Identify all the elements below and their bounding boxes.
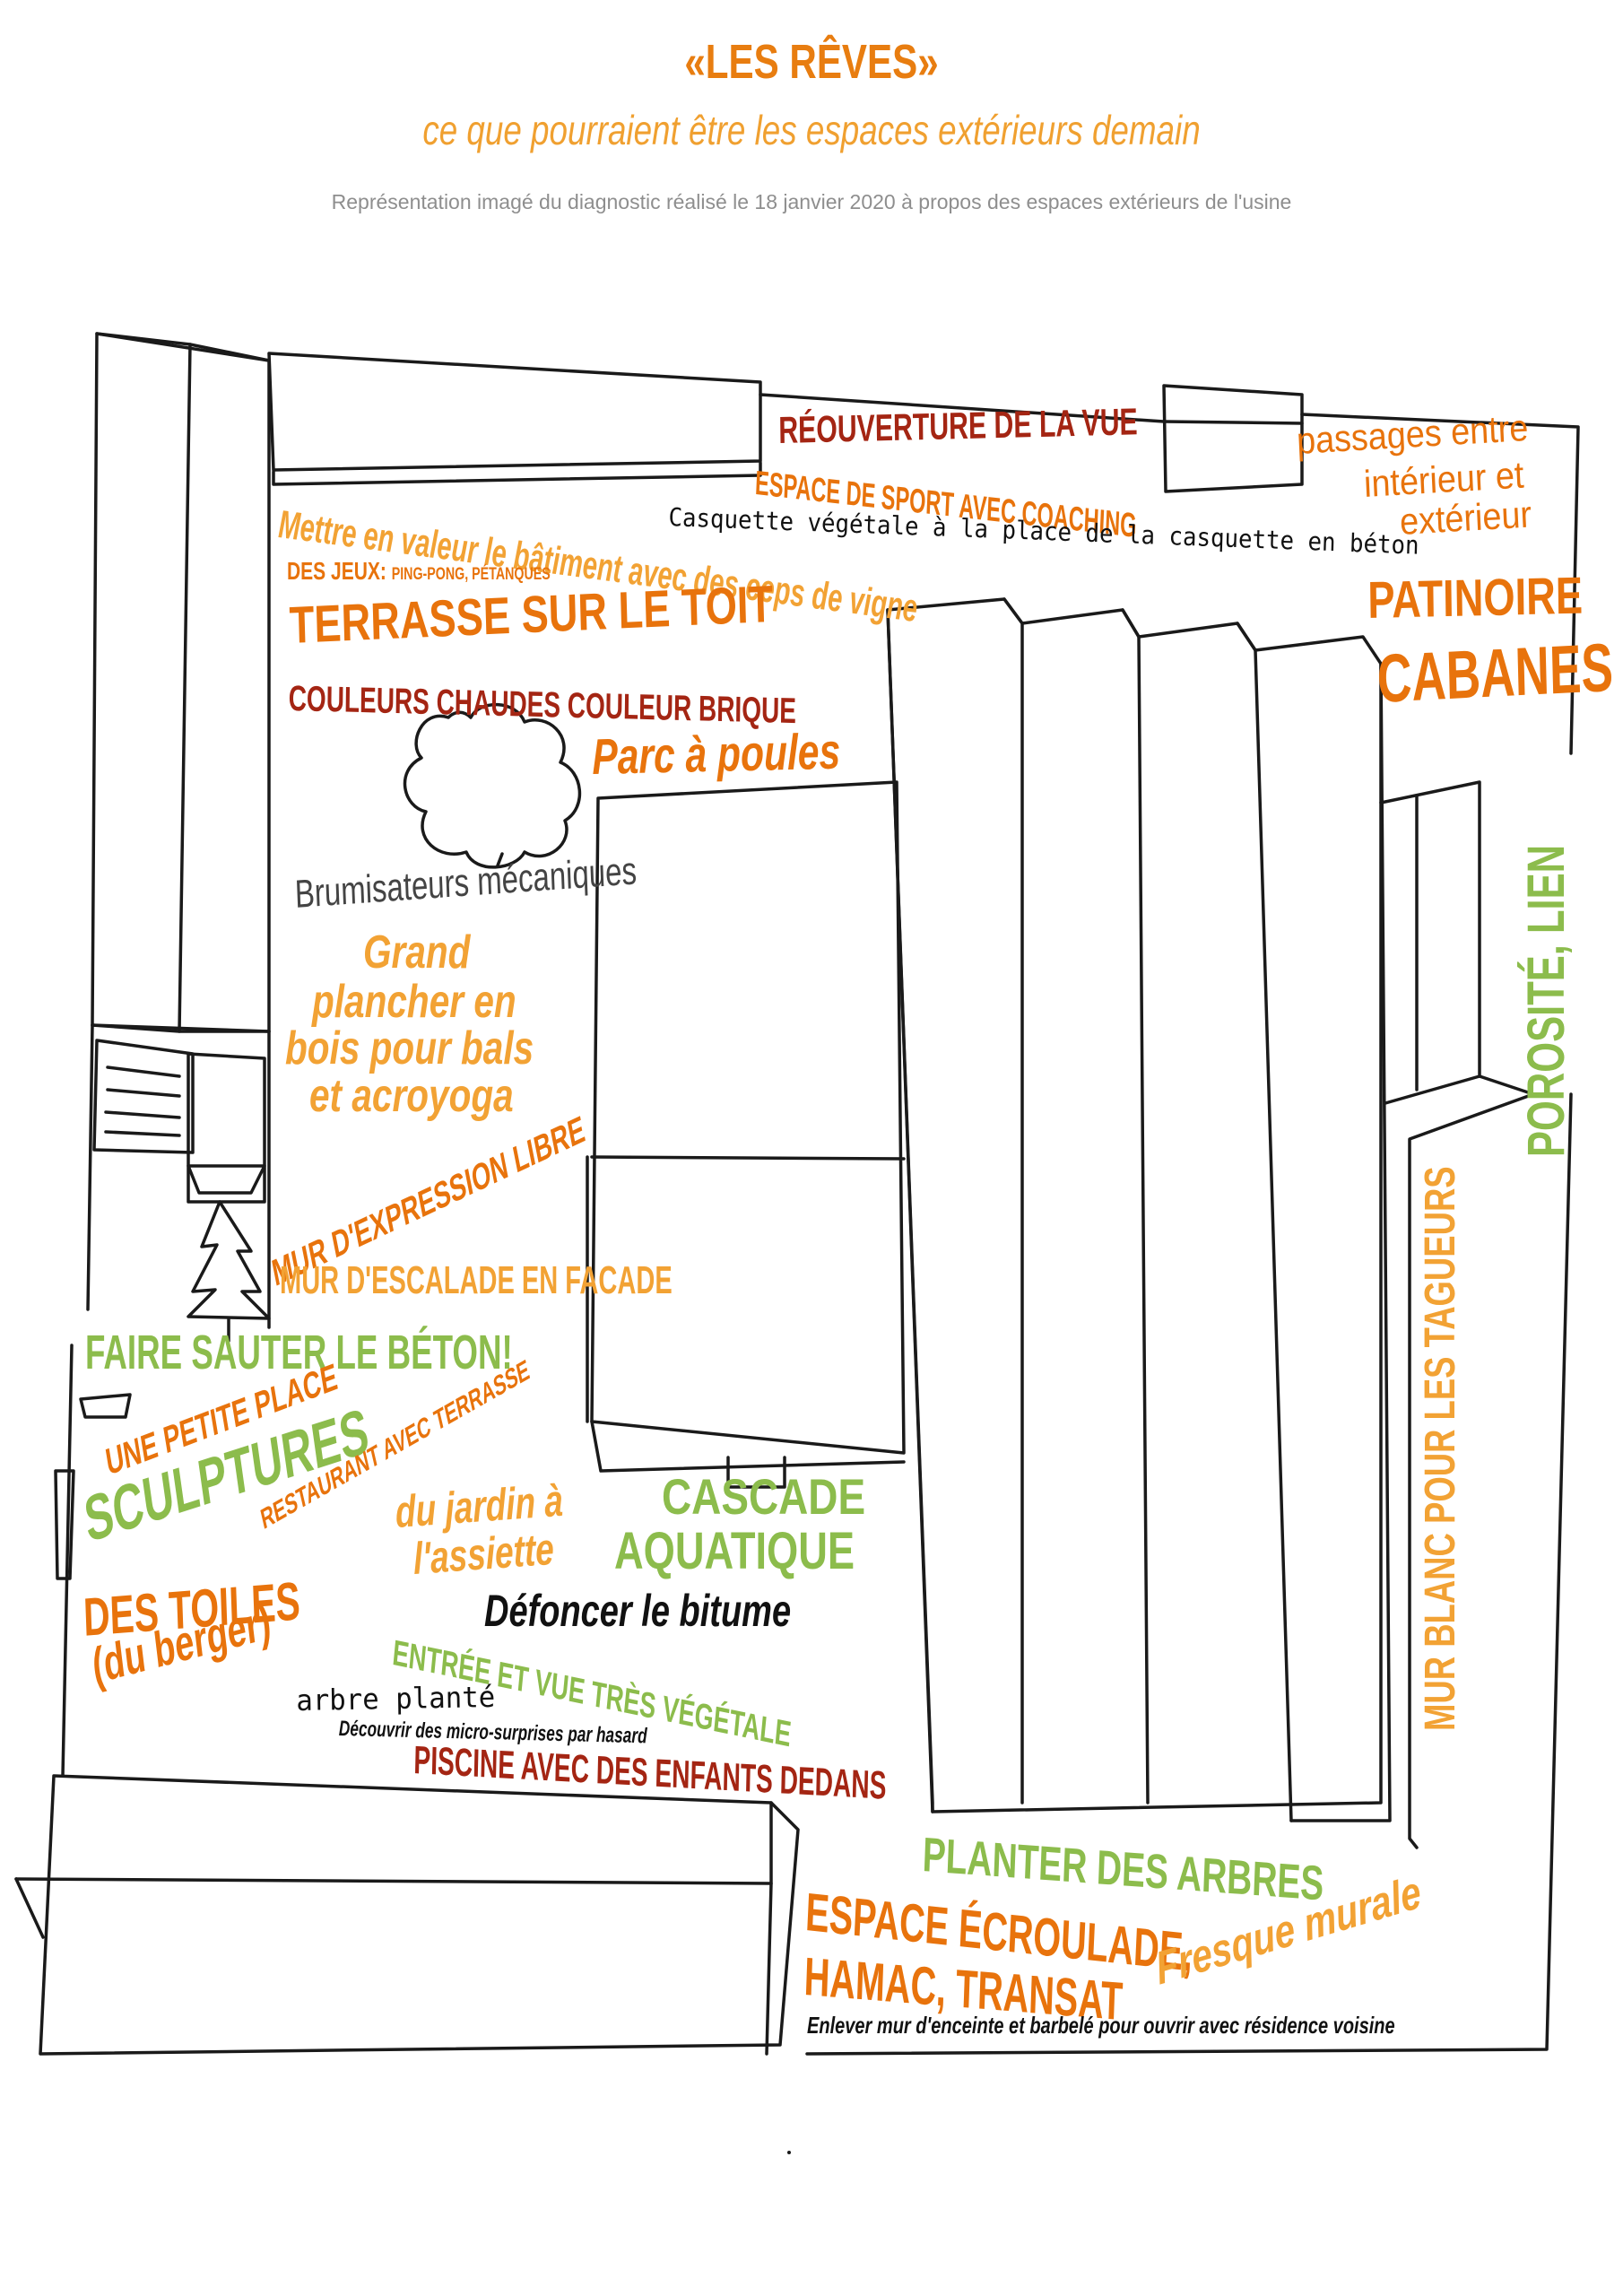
des-jeux-detail: PING-PONG, PÉTANQUES [391, 565, 551, 584]
top-building [267, 352, 762, 486]
des-jeux-label: DES JEUX: [287, 557, 386, 585]
annotation-mur-blanc: MUR BLANC POUR LES TAGUEURS [1417, 1166, 1464, 1731]
diagnostic-caption: Représentation imagé du diagnostic réali… [331, 190, 1292, 213]
annotation-grand-plancher-1: Grand [363, 926, 471, 978]
annotation-reouverture-vue: RÉOUVERTURE DE LA VUE [777, 400, 1138, 451]
entrance-stairs [92, 1039, 266, 1204]
right-annex [1379, 780, 1535, 1849]
page-title: «LES RÊVES» [684, 35, 939, 89]
bottom-long-block [14, 1774, 800, 2056]
annotation-parc-poules: Parc à poules [591, 722, 841, 785]
annotation-cascade-2: AQUATIQUE [614, 1522, 855, 1580]
annotation-cabanes: CABANES [1376, 629, 1614, 718]
annotation-porosite: POROSITÉ, LIEN [1517, 844, 1575, 1157]
annotation-grand-plancher-2: plancher en [312, 976, 516, 1028]
annotation-faire-sauter: FAIRE SAUTER LE BÉTON! [85, 1326, 513, 1379]
annotation-cascade-1: CASCADE [662, 1468, 866, 1525]
annotation-mur-escalade: MUR D'ESCALADE EN FACADE [280, 1258, 673, 1302]
small-tree-sketch [187, 1200, 271, 1343]
annotation-defoncer: Défoncer le bitume [484, 1586, 792, 1636]
annotation-grand-plancher-4: et acroyoga [309, 1070, 514, 1122]
top-annex [1162, 384, 1304, 493]
annotation-patinoire: PATINOIRE [1367, 566, 1584, 630]
page-subtitle: ce que pourraient être les espaces extér… [422, 107, 1201, 153]
annotation-grand-plancher-3: bois pour bals [285, 1022, 534, 1074]
middle-building [586, 780, 906, 1489]
small-shelter [54, 1393, 132, 1580]
annotation-enlever-mur: Enlever mur d'enceinte et barbelé pour o… [807, 2012, 1395, 2039]
tree-canopy-sketch [403, 702, 581, 869]
site-boundary [61, 393, 1580, 2056]
left-building [91, 332, 271, 1033]
annotation-des-jeux: DES JEUX: PING-PONG, PÉTANQUES [287, 558, 551, 584]
annotation-jardin-2: l'assiette [412, 1523, 555, 1584]
annotation-arbre-plante: arbre planté [295, 1679, 496, 1718]
shed-building [886, 597, 1392, 1822]
